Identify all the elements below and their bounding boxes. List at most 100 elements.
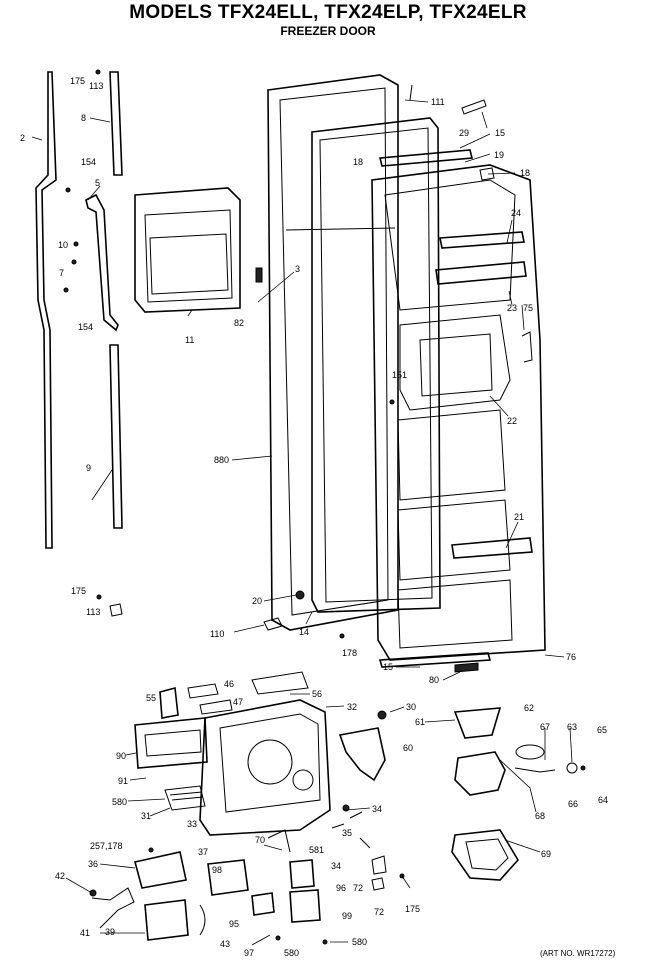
part-liner-76: [371, 164, 546, 661]
label-37: 37: [198, 847, 208, 857]
part-switch-95: [251, 892, 275, 916]
label-5: 5: [95, 178, 100, 188]
label-70: 70: [255, 835, 265, 845]
label-22: 22: [507, 416, 517, 426]
label-580: 580: [284, 948, 299, 958]
label-580: 580: [112, 797, 127, 807]
part-shelf-21: [451, 537, 533, 559]
label-55: 55: [146, 693, 156, 703]
label-3: 3: [295, 264, 300, 274]
part-shelf-23: [435, 261, 527, 285]
part-bracket-55: [159, 686, 179, 719]
label-80: 80: [429, 675, 439, 685]
label-111: 111: [431, 97, 445, 107]
label-90: 90: [116, 751, 126, 761]
label-62: 62: [524, 703, 534, 713]
label-39: 39: [105, 927, 115, 937]
part-seal-62: [515, 744, 545, 760]
label-175: 175: [71, 586, 86, 596]
part-strip-9: [109, 344, 123, 529]
part-strip-8: [109, 71, 123, 176]
page-title: MODELS TFX24ELL, TFX24ELP, TFX24ELR: [129, 2, 527, 23]
label-36: 36: [88, 859, 98, 869]
label-47: 47: [233, 697, 243, 707]
part-strip-15b: [378, 652, 492, 668]
label-10: 10: [58, 240, 68, 250]
page-subtitle: FREEZER DOOR: [280, 24, 376, 38]
part-motor-68: [454, 751, 506, 796]
label-154: 154: [81, 157, 96, 167]
label-2: 2: [20, 133, 25, 143]
label-257-178: 257,178: [90, 841, 123, 851]
label-69: 69: [541, 849, 551, 859]
label-67: 67: [540, 722, 550, 732]
label-56: 56: [312, 689, 322, 699]
part-housing-69: [451, 829, 519, 881]
label-96: 96: [336, 883, 346, 893]
label-178: 178: [342, 648, 357, 658]
label-97: 97: [244, 948, 254, 958]
part-box-99: [289, 889, 321, 923]
label-580: 580: [352, 937, 367, 947]
label-91: 91: [118, 776, 128, 786]
label-11: 11: [185, 335, 194, 345]
label-65: 65: [597, 725, 607, 735]
label-9: 9: [86, 463, 91, 473]
label-880: 880: [214, 455, 229, 465]
label-110: 110: [210, 629, 224, 639]
label-7: 7: [59, 268, 64, 278]
label-41: 41: [80, 928, 90, 938]
part-handle-5: [85, 193, 119, 332]
label-20: 20: [252, 596, 262, 606]
label-43: 43: [220, 939, 230, 949]
label-82: 82: [234, 318, 244, 328]
label-175: 175: [70, 76, 85, 86]
label-14: 14: [299, 627, 309, 637]
label-64: 64: [598, 795, 608, 805]
label-33: 33: [187, 819, 197, 829]
label-113: 113: [89, 81, 103, 91]
part-cover-22: [419, 333, 493, 397]
label-98: 98: [212, 865, 222, 875]
label-60: 60: [403, 743, 413, 753]
label-151: 151: [392, 370, 407, 380]
label-75: 75: [523, 303, 533, 313]
part-panel-11: [134, 187, 241, 313]
label-19: 19: [494, 150, 504, 160]
label-18: 18: [353, 157, 363, 167]
label-8: 8: [81, 113, 86, 123]
label-154: 154: [78, 322, 93, 332]
label-34: 34: [331, 861, 341, 871]
part-chute-60: [338, 727, 386, 782]
part-strip-15: [378, 149, 474, 167]
label-46: 46: [224, 679, 234, 689]
label-581: 581: [309, 845, 324, 855]
part-actuator-98: [207, 859, 249, 896]
art-number: (ART NO. WR17272): [540, 949, 616, 958]
label-15: 15: [383, 662, 393, 672]
label-72: 72: [374, 907, 384, 917]
part-shelf-24: [439, 231, 525, 249]
label-34: 34: [372, 804, 382, 814]
label-99: 99: [342, 911, 352, 921]
label-76: 76: [566, 652, 576, 662]
label-32: 32: [347, 702, 357, 712]
part-solenoid-96: [289, 859, 315, 889]
label-95: 95: [229, 919, 239, 929]
label-15: 15: [495, 128, 505, 138]
label-175: 175: [405, 904, 420, 914]
part-bracket-36: [134, 851, 187, 889]
label-68: 68: [535, 811, 545, 821]
part-grille-31: [164, 785, 206, 811]
part-panel-90: [134, 717, 208, 769]
label-21: 21: [514, 512, 524, 522]
label-72: 72: [353, 883, 363, 893]
label-18: 18: [520, 168, 530, 178]
part-wire-41: [91, 887, 135, 929]
label-30: 30: [406, 702, 416, 712]
label-61: 61: [415, 717, 425, 727]
label-66: 66: [568, 799, 578, 809]
part-funnel-61: [453, 707, 502, 739]
